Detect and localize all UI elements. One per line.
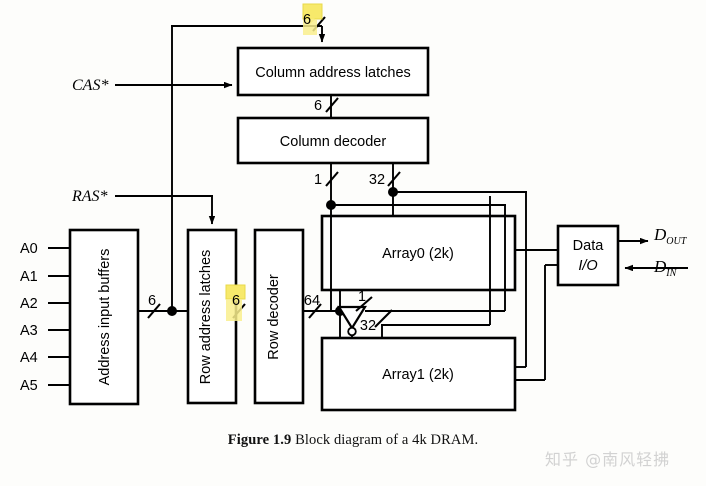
label-array1: Array1 (2k) — [382, 367, 454, 383]
bus-width-labels: 6 6 1 32 6 6 64 1 32 — [148, 12, 385, 334]
label-din: DIN — [653, 257, 678, 279]
label-data-io-line1: Data — [573, 238, 605, 254]
block-labels: Address input buffers Row address latche… — [97, 65, 604, 385]
figure-caption: Figure 1.9 Block diagram of a 4k DRAM. — [0, 432, 706, 449]
label-din-base: D — [653, 257, 667, 276]
buswidth-array-select-inverted: 1 — [358, 289, 366, 305]
label-cas: CAS* — [72, 77, 108, 94]
control-signal-labels: CAS* RAS* — [71, 77, 108, 205]
buswidth-col-latch-to-decoder: 6 — [314, 98, 322, 114]
block-column-address-latches — [236, 46, 430, 97]
label-dout-base: D — [653, 225, 667, 244]
buswidth-array1-data: 32 — [360, 318, 376, 334]
slash-dec-32 — [387, 171, 401, 187]
block-column-decoder — [236, 116, 430, 165]
buswidth-decoder-select: 1 — [314, 172, 322, 188]
buswidth-column-address-in: 6 — [303, 12, 311, 28]
figure-number: Figure 1.9 — [227, 432, 292, 448]
highlight-band-row — [226, 299, 242, 321]
label-row-address-latches: Row address latches — [198, 250, 214, 385]
buswidth-address-bus: 6 — [148, 293, 156, 309]
label-address-input-buffers: Address input buffers — [97, 249, 113, 386]
slash-array1-32 — [374, 309, 393, 328]
block-address-input-buffers — [68, 228, 140, 406]
slash-col-latch-dec — [325, 97, 339, 113]
label-a3: A3 — [20, 323, 38, 339]
buswidth-row-latch-to-decoder: 6 — [232, 293, 240, 309]
label-row-decoder: Row decoder — [266, 274, 282, 360]
label-a0: A0 — [20, 241, 38, 257]
label-column-decoder: Column decoder — [280, 134, 387, 150]
label-ras: RAS* — [71, 188, 108, 205]
block-array0 — [320, 214, 517, 292]
watermark: 知乎 @南风轻拂 — [545, 450, 671, 469]
junction-bus-32 — [388, 187, 398, 197]
label-a2: A2 — [20, 296, 38, 312]
label-column-address-latches: Column address latches — [255, 65, 411, 81]
slash-address-bus — [147, 303, 161, 319]
highlight-markers — [225, 3, 323, 321]
block-array1 — [320, 336, 517, 412]
inverter-symbol — [337, 305, 367, 337]
block-data-io — [556, 224, 620, 287]
figure-caption-text: Block diagram of a 4k DRAM. — [295, 432, 479, 448]
buswidth-decoder-32: 32 — [369, 172, 385, 188]
label-a4: A4 — [20, 350, 38, 366]
slash-inv-1 — [355, 296, 373, 312]
highlight-band-top — [303, 19, 317, 35]
label-dout: DOUT — [653, 225, 688, 247]
label-dout-sub: OUT — [666, 236, 687, 247]
buswidth-row-decoder-out: 64 — [304, 293, 320, 309]
label-array0: Array0 (2k) — [382, 246, 454, 262]
block-row-decoder — [253, 228, 305, 405]
junction-address-bus — [167, 306, 177, 316]
label-din-sub: IN — [665, 268, 677, 279]
slash-dec-1 — [325, 171, 339, 187]
label-a5: A5 — [20, 378, 38, 394]
address-pin-labels: A0 A1 A2 A3 A4 A5 — [20, 241, 38, 394]
slash-row-64 — [308, 303, 322, 319]
label-data-io-line2: I/O — [578, 258, 597, 274]
junction-select-1 — [326, 200, 336, 210]
data-pin-labels: DOUT DIN — [653, 225, 688, 279]
label-a1: A1 — [20, 269, 38, 285]
